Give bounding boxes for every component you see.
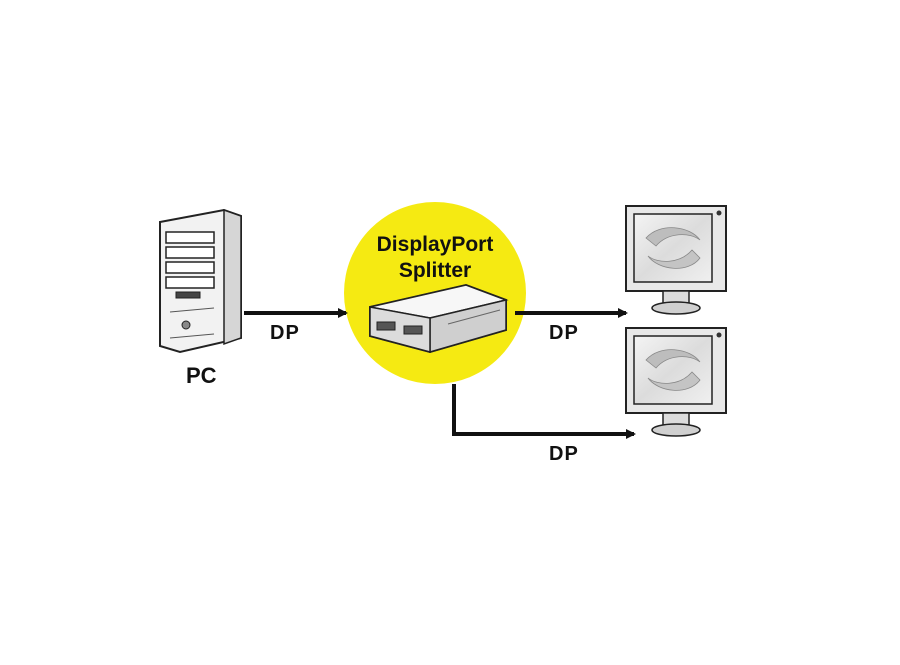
splitter-title: DisplayPort Splitter <box>350 232 520 284</box>
connection-label-pc-to-splitter: DP <box>270 322 300 344</box>
splitter-box-icon <box>369 283 509 354</box>
splitter-title-line1: DisplayPort <box>376 233 494 256</box>
pc-label: PC <box>186 363 217 388</box>
connection-label-splitter-to-monitor-2: DP <box>549 443 579 465</box>
connection-label-splitter-to-monitor-1: DP <box>549 322 579 344</box>
monitor-icon <box>625 205 727 315</box>
connection-line-splitter-to-monitor-2 <box>452 384 636 439</box>
monitor-icon <box>625 327 727 437</box>
splitter-title-line2: Splitter <box>398 259 472 282</box>
pc-tower-icon <box>159 208 242 354</box>
